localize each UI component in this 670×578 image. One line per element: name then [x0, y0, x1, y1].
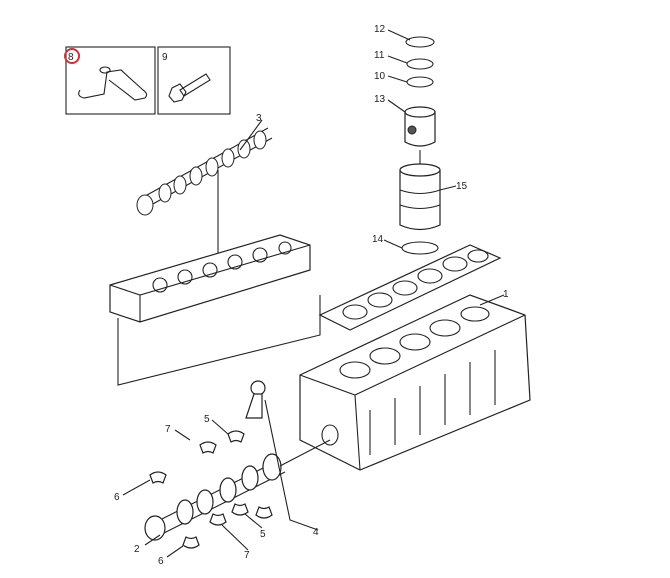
callout-10: 10 — [374, 71, 386, 82]
cylinder-head[interactable] — [109, 234, 321, 386]
bearing-shells[interactable] — [149, 430, 273, 549]
callouts: 12 11 10 13 15 14 1 3 7 5 6 2 6 5 7 4 — [114, 24, 509, 567]
callout-3: 3 — [256, 113, 262, 124]
crankshaft[interactable] — [144, 439, 331, 541]
callout-5b: 5 — [260, 529, 266, 540]
bracket-drawing — [78, 69, 148, 101]
callout-12: 12 — [374, 24, 386, 35]
callout-13: 13 — [374, 94, 386, 105]
callout-5a: 5 — [204, 414, 210, 425]
callout-1: 1 — [503, 289, 509, 300]
piston-assembly[interactable] — [399, 36, 441, 255]
callout-2: 2 — [134, 544, 140, 555]
highlight-circle — [64, 48, 80, 64]
callout-14: 14 — [372, 234, 384, 245]
callout-15: 15 — [456, 181, 468, 192]
callout-7b: 7 — [244, 550, 250, 561]
callout-7a: 7 — [165, 424, 171, 435]
leader-lines — [122, 29, 505, 558]
engine-block[interactable] — [299, 294, 531, 471]
head-gasket[interactable] — [318, 244, 502, 331]
callout-9: 9 — [162, 52, 168, 63]
callout-4: 4 — [313, 527, 319, 538]
callout-11: 11 — [374, 50, 385, 61]
bolt-drawing — [168, 73, 211, 103]
callout-6b: 6 — [158, 556, 164, 567]
connecting-rod[interactable] — [245, 380, 266, 419]
callout-8: 8 — [68, 52, 74, 63]
camshaft[interactable] — [136, 127, 273, 262]
inset-part-8[interactable]: 8 — [64, 46, 156, 115]
callout-6a: 6 — [114, 492, 120, 503]
inset-part-9[interactable]: 9 — [157, 46, 231, 115]
